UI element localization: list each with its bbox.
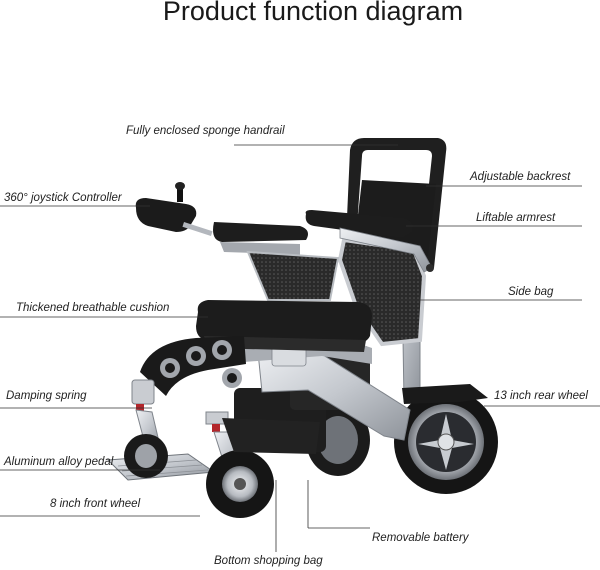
label-side-bag: Side bag	[508, 286, 554, 298]
label-rear-wheel: 13 inch rear wheel	[494, 390, 588, 402]
armrest-right	[305, 210, 434, 273]
front-wheel-left	[124, 434, 168, 478]
label-joystick: 360° joystick Controller	[4, 192, 122, 204]
label-backrest: Adjustable backrest	[470, 171, 571, 183]
label-cushion: Thickened breathable cushion	[16, 302, 170, 314]
damping-spring	[131, 336, 246, 432]
rear-wheel	[394, 390, 498, 494]
bottom-shopping-bag	[222, 418, 320, 454]
front-wheel-right	[206, 450, 274, 518]
label-front-wheel: 8 inch front wheel	[50, 498, 141, 510]
diagram-title: Product function diagram	[162, 0, 464, 26]
leader-lines	[0, 144, 600, 552]
label-armrest: Liftable armrest	[476, 212, 556, 224]
label-handrail: Fully enclosed sponge handrail	[126, 125, 285, 137]
label-battery: Removable battery	[372, 532, 469, 544]
label-shopping-bag: Bottom shopping bag	[214, 555, 323, 567]
side-bag-left	[246, 250, 340, 301]
armrest-left	[213, 222, 308, 276]
joystick-controller	[135, 182, 213, 237]
label-spring: Damping spring	[6, 390, 87, 402]
label-pedal: Aluminum alloy pedal	[4, 456, 114, 468]
